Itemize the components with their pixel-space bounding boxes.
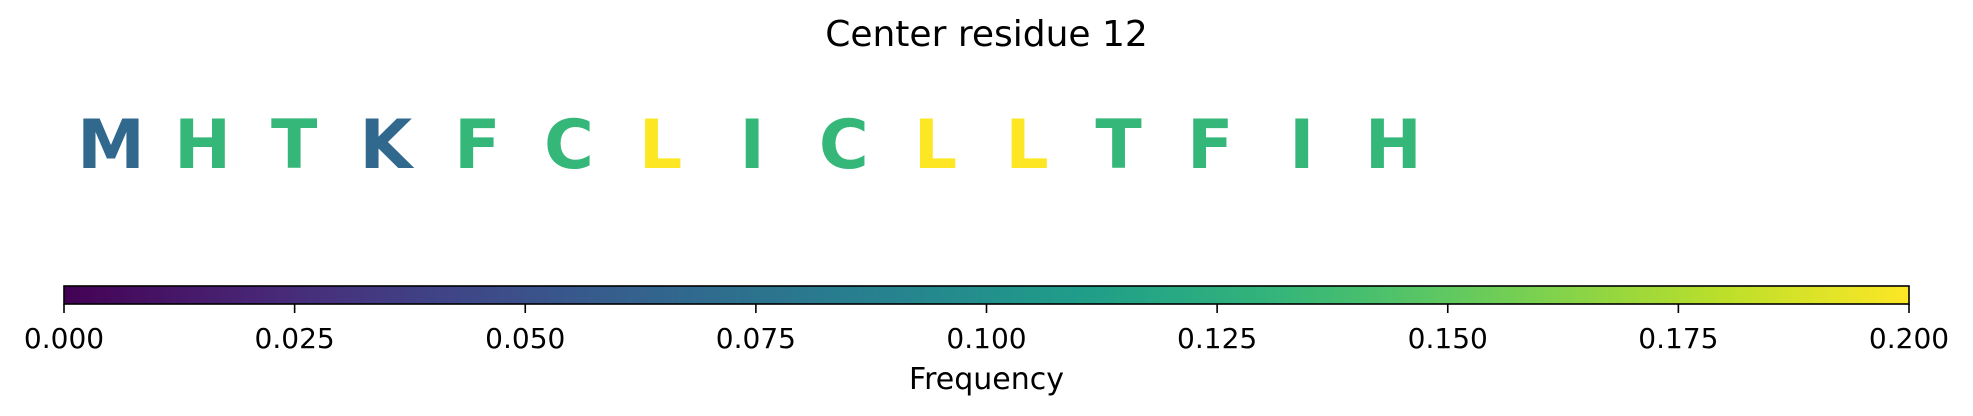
residue-7: L — [638, 106, 683, 185]
chart-title: Center residue 12 — [825, 14, 1148, 55]
residue-3: T — [270, 106, 318, 185]
residue-11: L — [1005, 106, 1049, 185]
colorbar-label: Frequency — [909, 362, 1064, 397]
colorbar-tick-label: 0.050 — [485, 322, 566, 355]
colorbar-gradient — [63, 285, 1910, 305]
residue-9: C — [818, 106, 869, 185]
residue-2: H — [174, 106, 232, 185]
colorbar-tick-label: 0.150 — [1407, 322, 1488, 355]
residue-5: F — [454, 106, 501, 185]
colorbar-tick-label: 0.025 — [254, 322, 335, 355]
colorbar-tick-label: 0.075 — [715, 322, 796, 355]
residue-1: M — [77, 106, 145, 185]
residue-12: T — [1095, 106, 1142, 185]
residue-4: K — [359, 106, 413, 185]
colorbar-tick-label: 0.175 — [1638, 322, 1719, 355]
colorbar-tick-label: 0.125 — [1177, 322, 1258, 355]
residue-6: C — [544, 106, 594, 185]
residue-10: L — [913, 106, 958, 185]
residue-14: I — [1289, 106, 1315, 185]
colorbar-tick-label: 0.000 — [23, 322, 105, 355]
residue-13: F — [1186, 106, 1234, 185]
colorbar-tick-label: 0.200 — [1868, 322, 1950, 355]
residue-15: H — [1364, 106, 1422, 185]
colorbar-tick-label: 0.100 — [946, 322, 1027, 355]
residue-8: I — [739, 106, 765, 185]
